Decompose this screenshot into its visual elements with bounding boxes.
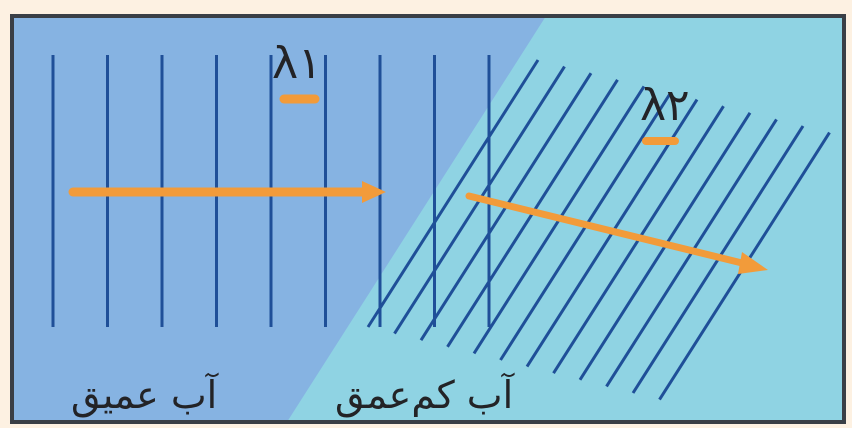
- deep-water-label: آب عمیق: [71, 372, 219, 418]
- lambda-2-label: λ۲: [640, 80, 690, 131]
- water-regions: [12, 16, 844, 422]
- lambda-1-label: λ۱: [272, 38, 322, 89]
- shallow-water-label: آب کم‌عمق: [335, 372, 515, 418]
